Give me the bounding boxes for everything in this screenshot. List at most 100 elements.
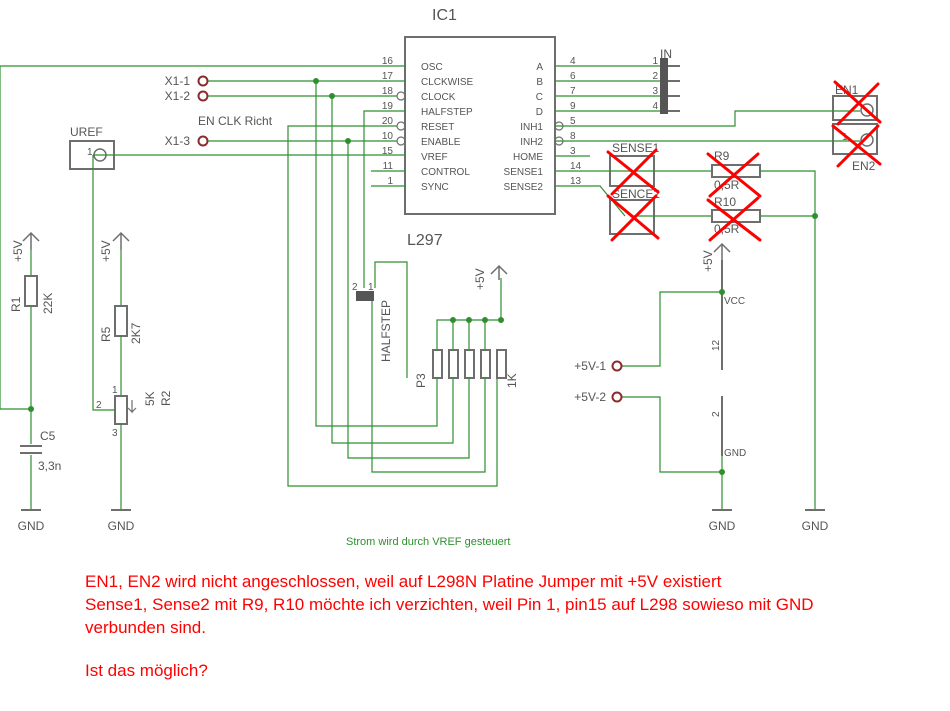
ic1-left-pin-num: 11 [383, 161, 394, 172]
reset-inversion-bubble [396, 121, 406, 131]
p5v1-pad[interactable] [611, 360, 623, 372]
ic1-left-pins: 16OSC17CLCKWISE18CLOCK19HALFSTEP20RESET1… [371, 56, 474, 193]
x1-1-pad[interactable] [197, 75, 209, 87]
ic1-right-pin-num: 9 [570, 101, 576, 112]
ic1-left-pin-name: HALFSTEP [421, 107, 473, 118]
p5v1-label: +5V-1 [574, 359, 606, 373]
r1-body [24, 275, 38, 307]
vref-note: Strom wird durch VREF gesteuert [346, 536, 510, 548]
ic1-right-pin-name: C [536, 92, 543, 103]
ic1-left-pin-num: 15 [382, 146, 394, 157]
gnd-label-right: GND [802, 519, 829, 533]
plus5v-label-r1: +5V [11, 240, 25, 262]
ic1-left-pin-num: 16 [382, 56, 394, 67]
gnd-label-r2: GND [108, 519, 135, 533]
schematic: IC1 L297 16OSC17CLCKWISE18CLOCK19HALFSTE… [0, 7, 882, 548]
x1-2-pad[interactable] [197, 90, 209, 102]
ic1-left-pin-name: SYNC [421, 182, 449, 193]
en2-connector [832, 123, 878, 155]
ic1-left-pin-num: 18 [382, 86, 394, 97]
r2-pin-1: 1 [112, 385, 118, 396]
enable-inversion-bubble [396, 136, 406, 146]
en1-cross-b [836, 82, 880, 126]
en-clk-richt-label: EN CLK Richt [198, 114, 273, 128]
junction-p3-2 [450, 317, 456, 323]
r5-name: R5 [99, 326, 113, 342]
in-pin-3: 3 [652, 86, 658, 97]
note-line-3: verbunden sind. [85, 618, 206, 637]
en2-label: EN2 [852, 159, 876, 173]
p3-r5 [496, 349, 507, 379]
r2-wiper-arrow [127, 400, 137, 414]
r1-name: R1 [9, 296, 23, 312]
sense1-cross-b [610, 148, 658, 196]
ic1-left-pin-name: VREF [421, 152, 448, 163]
en2-cross-b [836, 124, 880, 168]
ic1-left-pin-name: CLOCK [421, 92, 456, 103]
ic1-right-pin-name: SENSE1 [504, 167, 544, 178]
gnd-label-mid: GND [709, 519, 736, 533]
note-line-1: EN1, EN2 wird nicht angeschlossen, weil … [85, 572, 722, 591]
ic1-left-pin-name: CONTROL [421, 167, 470, 178]
in-pin-4: 4 [652, 101, 658, 112]
wire-p3-clckwise [315, 81, 438, 427]
p3-r3 [464, 349, 475, 379]
p5v2-pad[interactable] [611, 391, 623, 403]
ic1-right-pin-num: 14 [570, 161, 582, 172]
halfstep-jumper-label: HALFSTEP [379, 300, 393, 362]
ic1-right-pin-num: 7 [570, 86, 576, 97]
ic1-left-pin-name: OSC [421, 62, 443, 73]
en2-cross-a [831, 124, 882, 166]
en1-cross-a [833, 80, 882, 124]
plus5v-label-vcc: +5V [701, 250, 715, 272]
p3-r1 [432, 349, 443, 379]
ic1-right-pin-num: 6 [570, 71, 576, 82]
ic1-value: L297 [407, 232, 443, 249]
r10-name: R10 [714, 195, 736, 209]
x1-2-label: X1-2 [165, 89, 191, 103]
note-line-2: Sense1, Sense2 mit R9, R10 möchte ich ve… [85, 595, 814, 614]
junction-p3-5 [498, 317, 504, 323]
p3-name: P3 [414, 373, 428, 388]
r2-name: R2 [159, 390, 173, 406]
ic1-right-pin-name: SENSE2 [504, 182, 544, 193]
vcc-pin-12: 12 [711, 339, 722, 351]
in-pin-1: 1 [652, 56, 658, 67]
junction-gnd [719, 469, 725, 475]
ic1-right-pin-num: 8 [570, 131, 576, 142]
ic1-right-pin-name: INH2 [520, 137, 543, 148]
wire-p3-clock [331, 96, 454, 444]
ic1-right-pin-num: 13 [570, 176, 582, 187]
ic1-right-pin-num: 5 [570, 116, 576, 127]
in-pin-2: 2 [652, 71, 658, 82]
ic1-right-pin-name: A [536, 62, 543, 73]
x1-3-pad[interactable] [197, 135, 209, 147]
ic1-left-pin-num: 1 [387, 176, 393, 187]
p3-r4 [480, 349, 491, 379]
r1-value: 22K [41, 293, 55, 314]
uref-label: UREF [70, 125, 103, 139]
c5-name: C5 [40, 429, 56, 443]
plus5v-label-p3: +5V [473, 268, 487, 290]
sense2-connector [609, 199, 655, 235]
halfstep-jumper [356, 291, 374, 301]
ic1-left-pin-num: 19 [382, 101, 394, 112]
ic1-right-pin-name: B [536, 77, 543, 88]
ic1-left-pin-name: RESET [421, 122, 454, 133]
clock-inversion-bubble [396, 91, 406, 101]
sense1-label: SENSE1 [612, 141, 660, 155]
junction-osc [28, 406, 34, 412]
x1-1-label: X1-1 [165, 74, 191, 88]
gnd-label-c5: GND [18, 519, 45, 533]
gnd-pin-2: 2 [711, 411, 722, 417]
r10-cross-b [708, 196, 760, 242]
ic1-right-pin-name: HOME [513, 152, 543, 163]
wire-sense2 [555, 185, 626, 217]
wire-sense-gnd [760, 170, 816, 510]
wire-halfstep [363, 110, 405, 288]
wire-p3-enable [347, 141, 470, 459]
ic1-left-pin-name: CLCKWISE [421, 77, 474, 88]
junction-p3-3 [466, 317, 472, 323]
note-question: Ist das möglich? [85, 661, 208, 680]
